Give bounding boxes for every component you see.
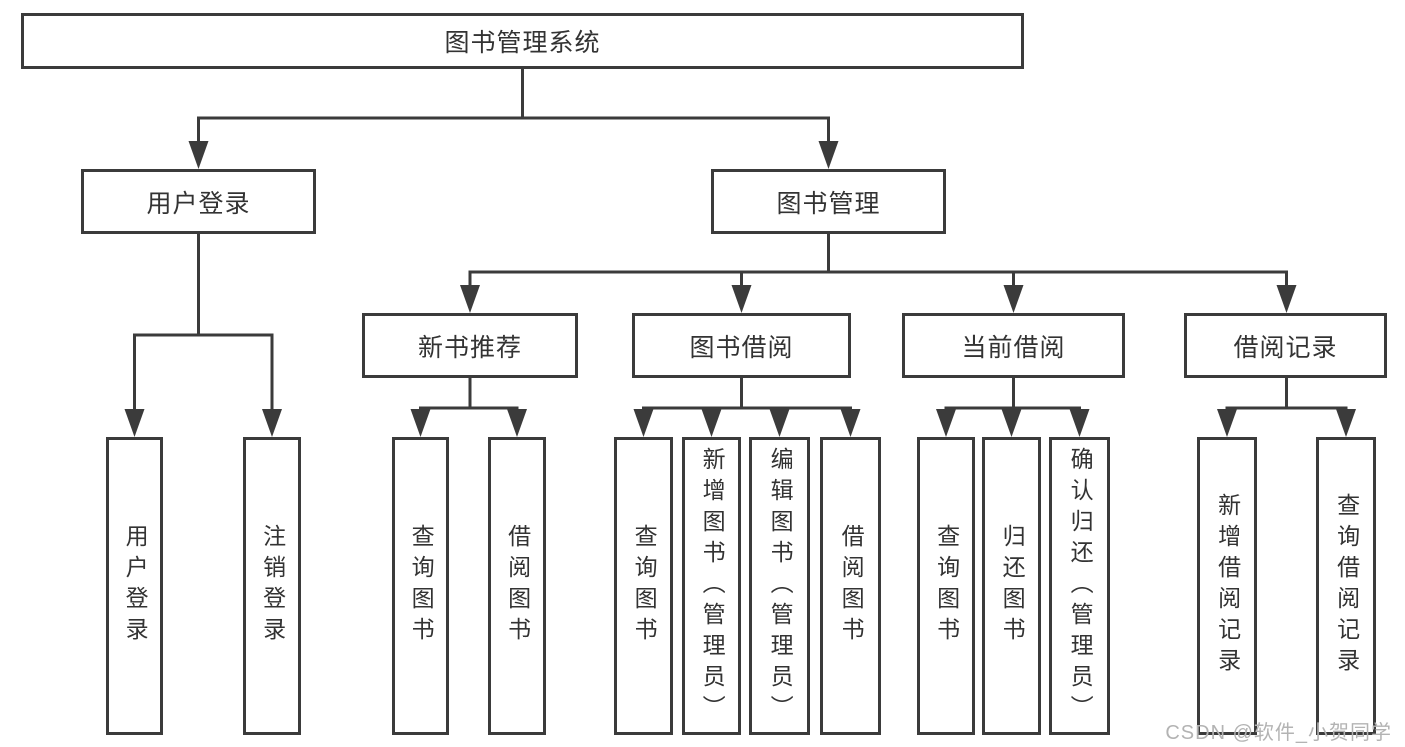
- connector-borrowing-to-leaves: [633, 377, 861, 437]
- arrowhead: [1001, 409, 1022, 437]
- arrowhead: [1003, 285, 1024, 313]
- arrowhead: [769, 409, 790, 437]
- node-leaf-query-books-recommend: 查询图书: [392, 437, 449, 735]
- arrowhead: [507, 409, 527, 437]
- arrowhead: [124, 409, 145, 437]
- node-leaf-query-books-borrowing: 查询图书: [614, 437, 673, 735]
- arrowhead: [731, 285, 752, 313]
- leaf-label: 新增图书（管理员）: [699, 446, 726, 726]
- leaf-label: 用户登录: [122, 524, 149, 648]
- arrowhead: [188, 141, 209, 169]
- connector-records-to-leaves: [1217, 377, 1356, 437]
- connector-recommend-to-leaves: [410, 377, 527, 437]
- node-borrowing-records: 借阅记录: [1184, 313, 1387, 378]
- arrowhead: [701, 409, 722, 437]
- connector-current-to-leaves: [936, 377, 1090, 437]
- leaf-label: 查询图书: [933, 524, 960, 648]
- arrowhead: [262, 409, 282, 437]
- connector-book-management-to-level3: [460, 233, 1297, 313]
- leaf-label: 查询借阅记录: [1333, 493, 1360, 679]
- leaf-label: 新增借阅记录: [1214, 493, 1241, 679]
- leaf-label: 确认归还（管理员）: [1067, 446, 1094, 726]
- node-leaf-logout: 注销登录: [243, 437, 301, 735]
- node-library-management-system: 图书管理系统: [21, 13, 1024, 69]
- arrowhead: [1217, 409, 1237, 437]
- node-current-borrowing: 当前借阅: [902, 313, 1125, 378]
- node-leaf-query-borrow-record: 查询借阅记录: [1316, 437, 1376, 735]
- node-leaf-borrow-books-recommend: 借阅图书: [488, 437, 546, 735]
- connector-user-login-to-leaves: [124, 233, 282, 437]
- node-leaf-query-books-current: 查询图书: [917, 437, 975, 735]
- node-leaf-return-books: 归还图书: [982, 437, 1041, 735]
- leaf-label: 借阅图书: [838, 524, 865, 648]
- leaf-label: 归还图书: [999, 524, 1026, 648]
- node-book-borrowing: 图书借阅: [632, 313, 851, 378]
- arrowhead: [460, 285, 480, 313]
- leaf-label: 注销登录: [259, 524, 286, 648]
- node-leaf-confirm-return-admin: 确认归还（管理员）: [1049, 437, 1110, 735]
- node-new-book-recommendation: 新书推荐: [362, 313, 578, 378]
- arrowhead: [840, 409, 861, 437]
- arrowhead: [410, 409, 431, 437]
- node-user-login: 用户登录: [81, 169, 316, 234]
- node-book-management: 图书管理: [711, 169, 946, 234]
- node-leaf-edit-books-admin: 编辑图书（管理员）: [749, 437, 810, 735]
- leaf-label: 编辑图书（管理员）: [767, 446, 794, 726]
- leaf-label: 借阅图书: [504, 524, 531, 648]
- arrowhead: [1276, 285, 1297, 313]
- arrowhead: [936, 409, 956, 437]
- leaf-label: 查询图书: [408, 524, 435, 648]
- arrowhead: [1069, 409, 1090, 437]
- arrowhead: [633, 409, 654, 437]
- node-leaf-add-borrow-record: 新增借阅记录: [1197, 437, 1257, 735]
- arrowhead: [1336, 409, 1356, 437]
- node-leaf-user-login: 用户登录: [106, 437, 163, 735]
- arrowhead: [818, 141, 839, 169]
- leaf-label: 查询图书: [631, 524, 658, 648]
- node-leaf-borrow-books-borrowing: 借阅图书: [820, 437, 881, 735]
- node-leaf-add-books-admin: 新增图书（管理员）: [682, 437, 741, 735]
- connector-root-to-level2: [188, 68, 839, 169]
